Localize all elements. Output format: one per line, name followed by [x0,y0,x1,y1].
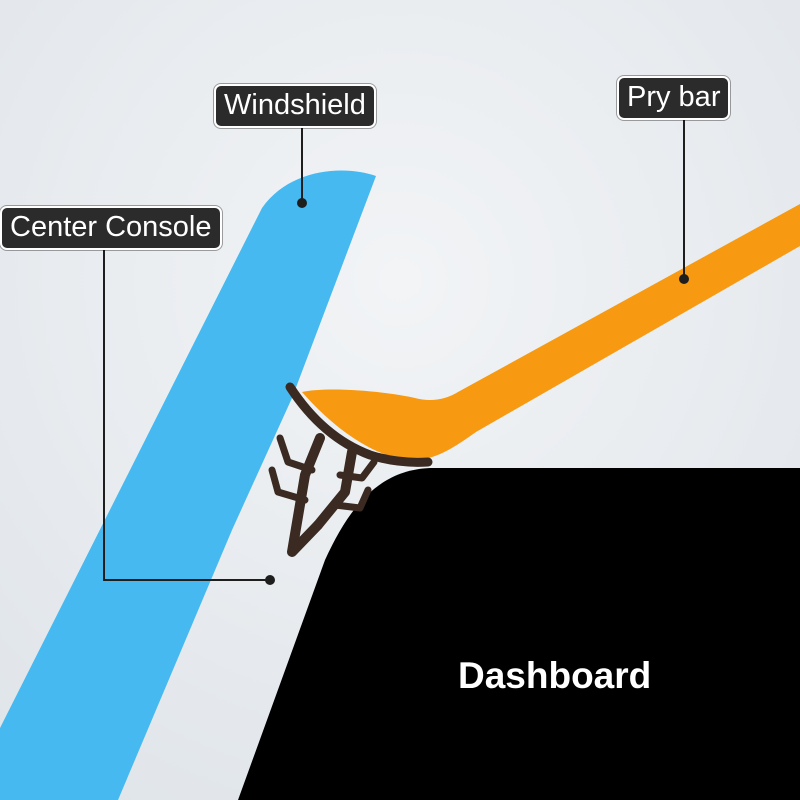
pry-bar-callout: Pry bar [617,76,731,120]
dashboard-label: Dashboard [458,655,652,696]
windshield-shape [0,170,376,800]
leader-windshield [297,124,307,208]
dashboard-shape [238,468,800,800]
windshield-callout: Windshield [214,84,376,128]
leader-pry-bar [679,116,689,284]
seal-clip [268,382,433,557]
leader-center-console [103,246,275,585]
pry-bar-shape [302,204,800,461]
center-console-callout: Center Console [0,206,222,250]
